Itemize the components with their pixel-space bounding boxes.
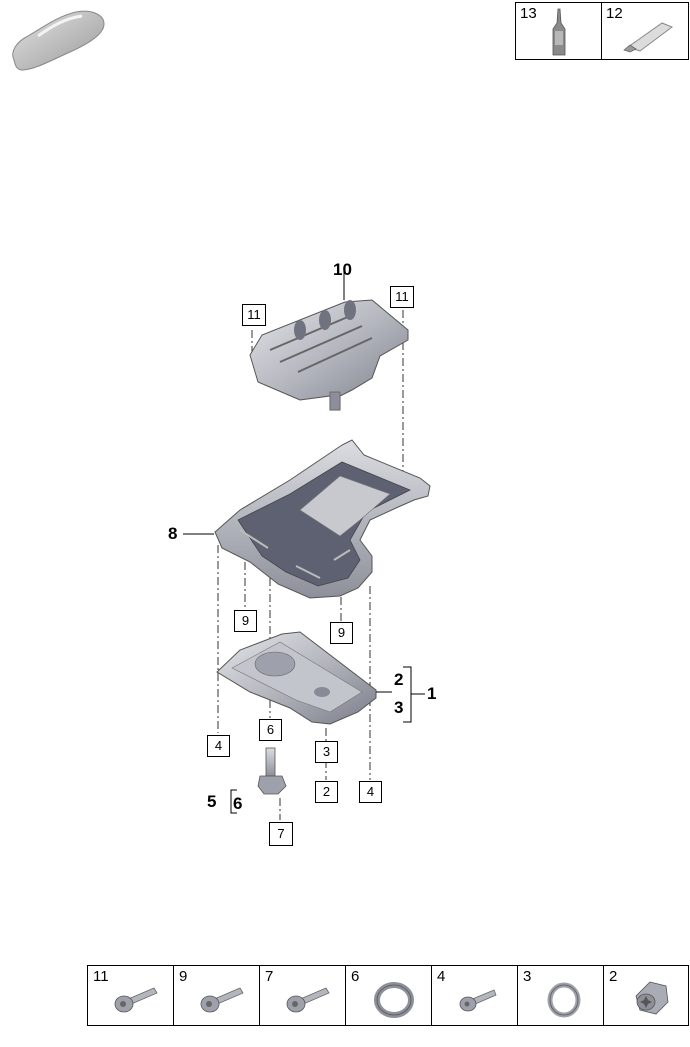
- legend-number: 13: [520, 5, 537, 22]
- ref-box-6: 6: [259, 719, 282, 741]
- car-silhouette-icon: [12, 10, 105, 71]
- legend-number: 2: [609, 968, 618, 985]
- legend-cell-9: 9: [174, 966, 260, 1025]
- ref-box-3: 3: [315, 741, 338, 763]
- ref-box-9-right: 9: [330, 622, 353, 644]
- legend-number: 6: [351, 968, 360, 985]
- ref-box-11-right: 11: [390, 286, 414, 308]
- seal-ring-icon: [374, 982, 414, 1018]
- upper-oil-pan-part: [214, 439, 431, 599]
- ref-box-4-left: 4: [207, 735, 230, 757]
- legend-number: 12: [606, 5, 623, 22]
- callout-3: 3: [394, 698, 404, 717]
- callout-5: 5: [207, 792, 217, 811]
- callout-8: 8: [168, 524, 178, 543]
- oil-baffle-part: [249, 299, 409, 411]
- legend-number: 4: [437, 968, 446, 985]
- drain-plug-part: [257, 747, 287, 795]
- legend-cell-12: 12: [601, 2, 689, 60]
- ref-box-4-right: 4: [359, 781, 382, 803]
- callout-1: 1: [427, 684, 437, 703]
- leader-lines: [217, 310, 404, 820]
- legend-number: 7: [265, 968, 274, 985]
- legend-cell-7: 7: [260, 966, 346, 1025]
- bolt-icon: [459, 989, 497, 1012]
- callout-6: 6: [233, 794, 243, 813]
- oil-bottle-icon: [552, 8, 566, 56]
- legend-number: 9: [179, 968, 188, 985]
- legend-cell-3: 3: [518, 966, 604, 1025]
- ref-box-2: 2: [315, 781, 338, 803]
- legend-number: 11: [93, 968, 109, 985]
- ref-box-11-left: 11: [242, 304, 266, 326]
- group-brackets: [183, 270, 425, 814]
- ref-box-9-left: 9: [234, 610, 257, 632]
- legend-cell-11: 11: [88, 966, 174, 1025]
- bolt-icon: [200, 987, 244, 1013]
- bolt-icon: [114, 987, 158, 1013]
- sealant-tube-icon: [623, 22, 674, 53]
- legend-cell-13: 13: [515, 2, 602, 60]
- callout-10: 10: [333, 260, 352, 279]
- callout-2: 2: [394, 670, 404, 689]
- bolt-icon: [286, 987, 330, 1013]
- ref-box-7: 7: [269, 822, 293, 846]
- washer-icon: [547, 982, 581, 1018]
- legend-number: 3: [523, 968, 532, 985]
- lower-oil-pan-part: [216, 631, 377, 725]
- drain-plug-icon: [635, 981, 669, 1015]
- parts-legend-strip: 11 9 7 6 4: [87, 965, 689, 1026]
- legend-cell-6: 6: [346, 966, 432, 1025]
- legend-cell-2: 2: [604, 966, 688, 1025]
- legend-cell-4: 4: [432, 966, 518, 1025]
